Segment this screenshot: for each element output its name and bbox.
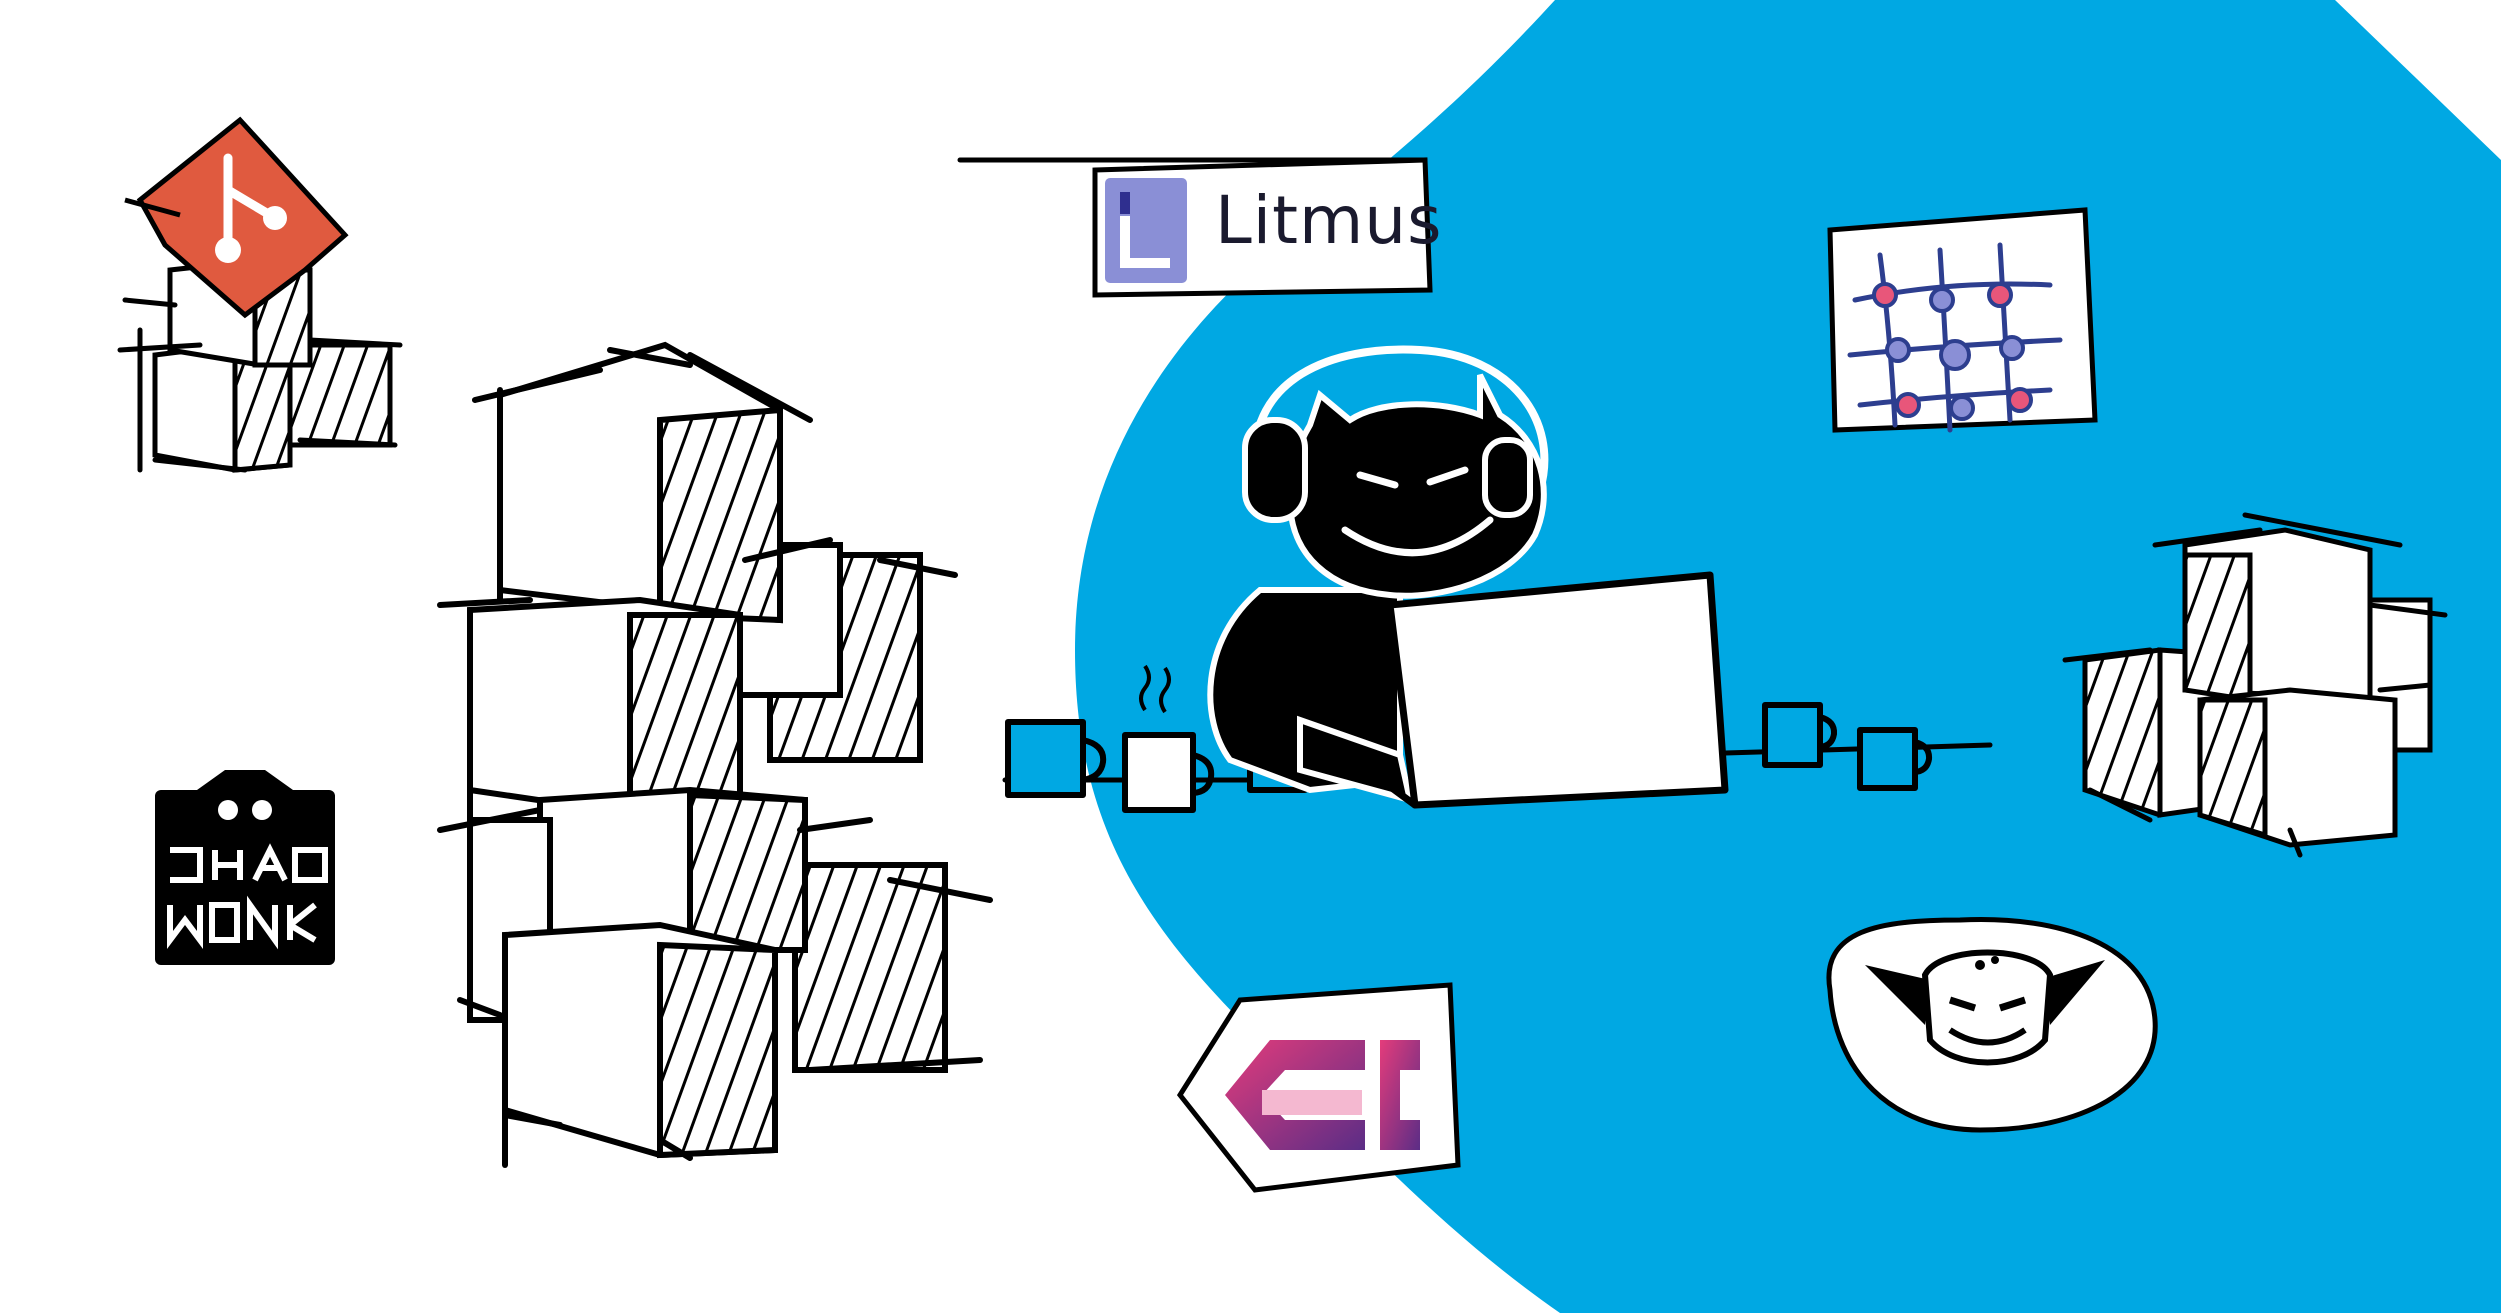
character-at-laptop: [1207, 345, 1729, 809]
git-logo-icon: [124, 116, 349, 319]
goblin-logo-icon: [1826, 916, 2158, 1133]
mesh-network-icon: [1827, 207, 2098, 433]
cube-stack-right: [2062, 512, 2448, 858]
litmus-badge: [957, 157, 1433, 298]
cube-tower-left: [437, 341, 993, 1168]
litmus-label: Litmus: [1215, 182, 1443, 259]
chaos-monkey-logo-icon: [155, 770, 335, 965]
chaos-toolkit-logo-icon: [1176, 982, 1461, 1193]
litmus-logo-icon: [1105, 178, 1187, 283]
